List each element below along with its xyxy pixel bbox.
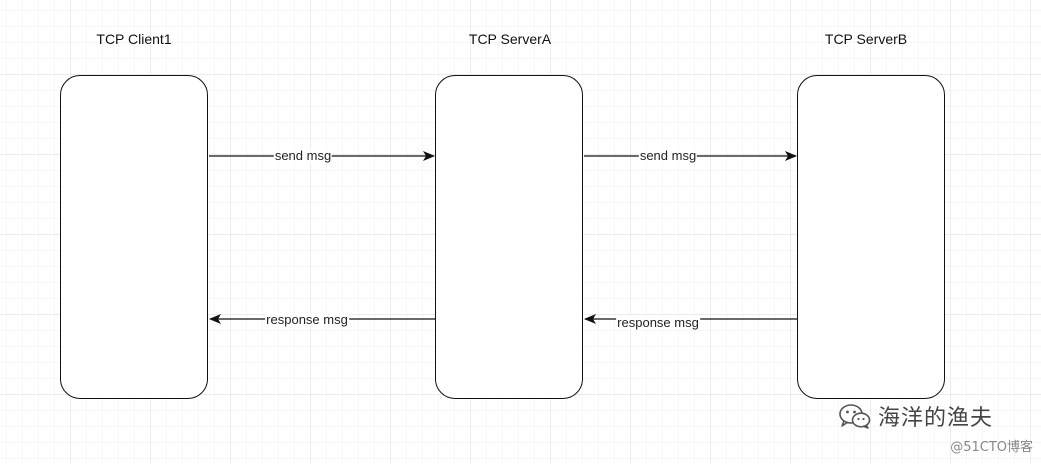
- node-box-client1[interactable]: [60, 75, 208, 399]
- edge-label-send-2: send msg: [638, 148, 698, 163]
- watermark: 海洋的渔夫: [838, 400, 993, 432]
- edge-label-response-1: response msg: [265, 312, 349, 327]
- node-box-server-a[interactable]: [435, 75, 583, 399]
- node-box-server-b[interactable]: [797, 75, 945, 399]
- node-title-client1: TCP Client1: [96, 31, 172, 47]
- node-title-server-a: TCP ServerA: [468, 31, 552, 47]
- edge-label-send-1: send msg: [273, 148, 333, 163]
- watermark-name: 海洋的渔夫: [878, 406, 994, 431]
- wechat-icon: [839, 404, 871, 429]
- watermark-source: @51CTO博客: [950, 440, 1033, 455]
- edge-label-response-2: response msg: [616, 315, 700, 330]
- node-title-server-b: TCP ServerB: [824, 31, 908, 47]
